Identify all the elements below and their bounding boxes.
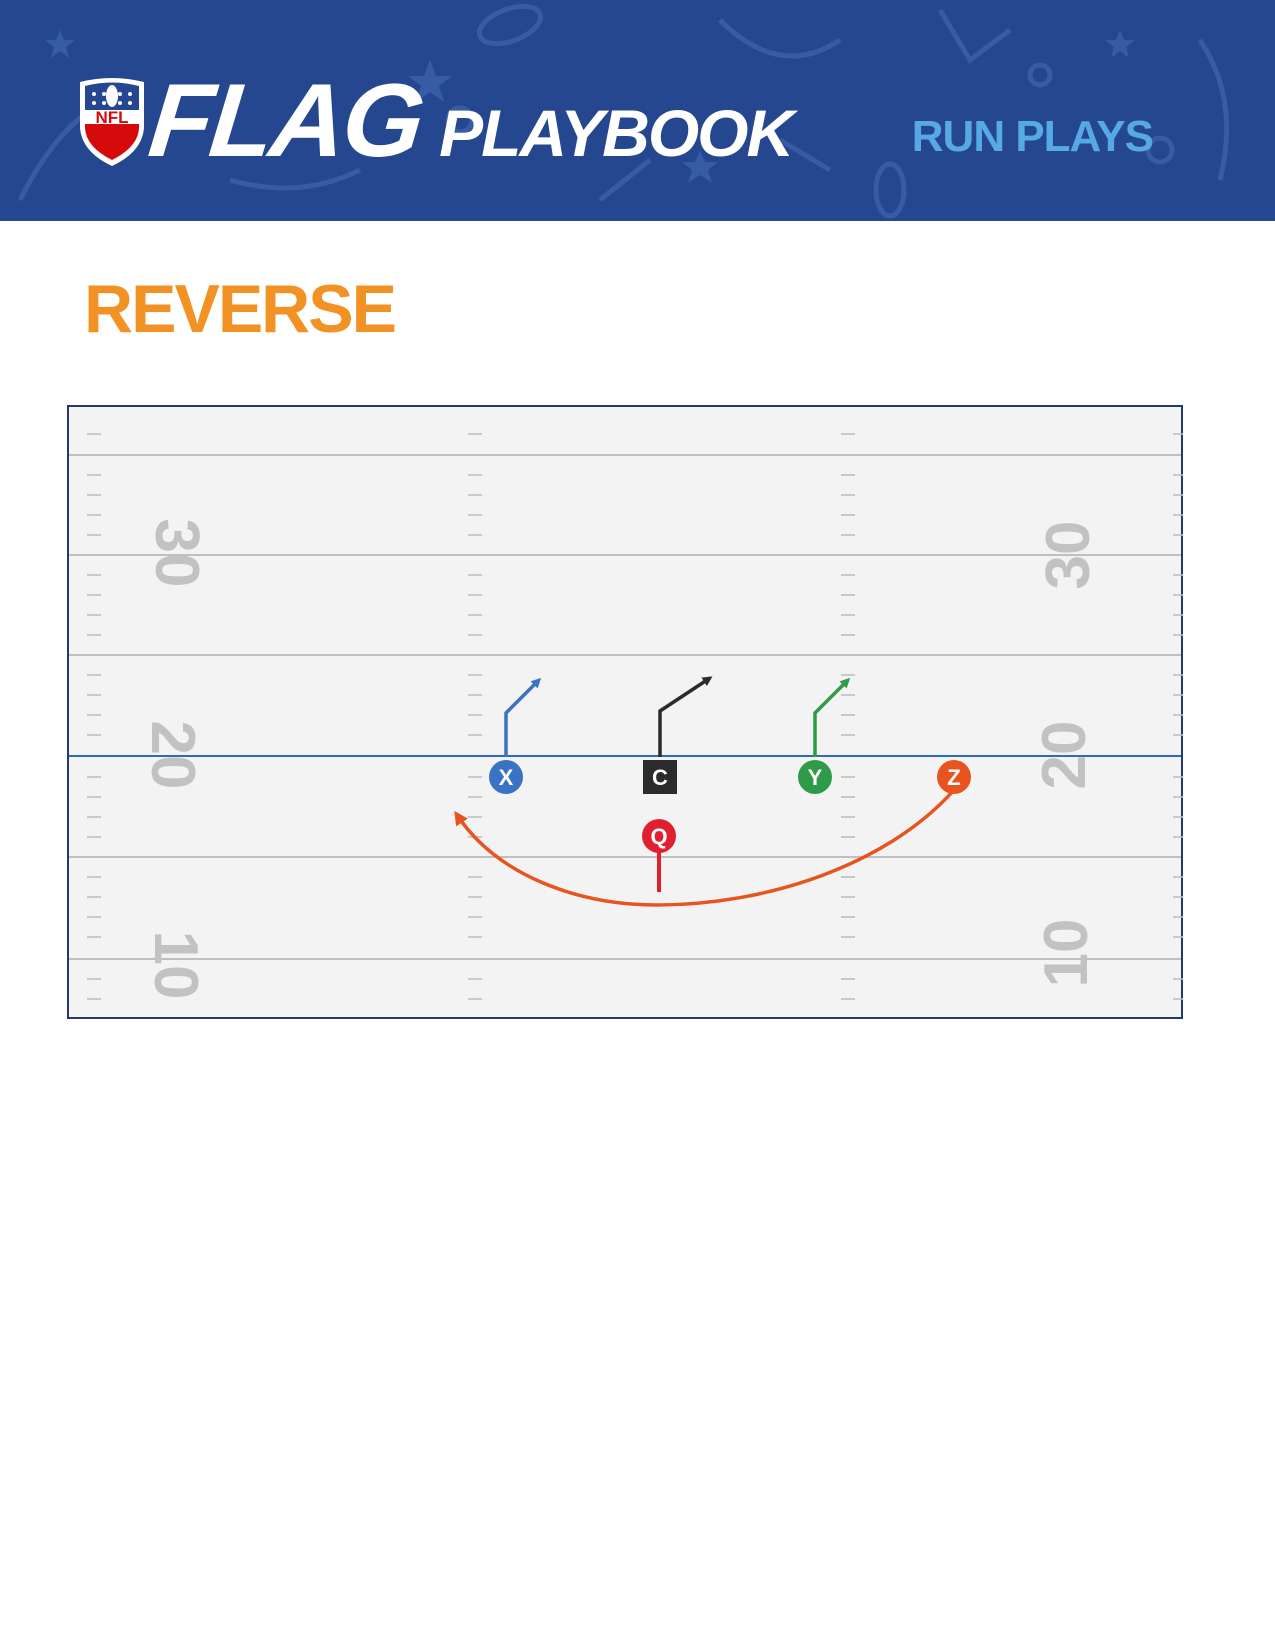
player-q-label: Q	[650, 824, 667, 849]
yard-number-right-30: 30	[1034, 521, 1103, 590]
brand-flag: FLAG	[143, 63, 428, 179]
player-c-label: C	[652, 765, 668, 790]
nfl-shield-icon: NFL	[80, 78, 144, 166]
play-diagram: 30 20 10 30 20 10 X C Y	[67, 405, 1183, 1019]
player-c: C	[643, 760, 677, 794]
player-y: Y	[798, 760, 832, 794]
route-x	[504, 677, 542, 757]
route-y	[813, 677, 851, 757]
yard-lines	[69, 454, 1181, 960]
player-q: Q	[642, 819, 676, 853]
section-label: RUN PLAYS	[911, 112, 1154, 161]
banner-pattern	[17, 3, 1230, 219]
yard-number-left-30: 30	[142, 519, 211, 588]
route-c	[658, 676, 713, 757]
player-x-label: X	[499, 765, 514, 790]
yard-number-right-10: 10	[1032, 919, 1101, 988]
brand-playbook: PLAYBOOK	[439, 96, 794, 170]
play-title: REVERSE	[84, 271, 397, 347]
route-z	[454, 788, 956, 907]
player-x: X	[489, 760, 523, 794]
field-diagram: 30 20 10 30 20 10 X C Y	[67, 405, 1183, 1019]
yard-number-left-10: 10	[141, 931, 210, 1000]
player-z: Z	[937, 760, 971, 794]
player-z-label: Z	[947, 765, 960, 790]
field-surface	[67, 405, 1183, 1019]
logo-text: NFL	[95, 108, 128, 127]
player-y-label: Y	[808, 765, 823, 790]
hash-marks	[87, 433, 1183, 1000]
